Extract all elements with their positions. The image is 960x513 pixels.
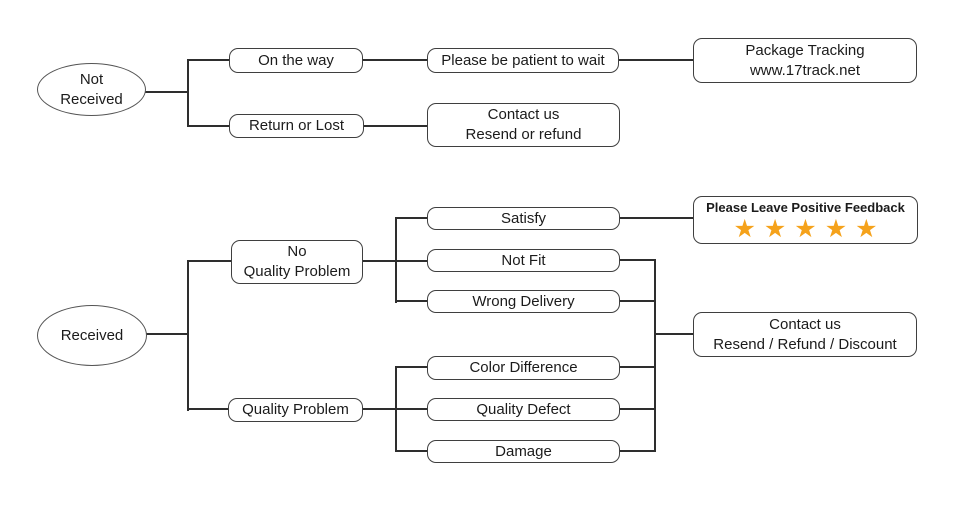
- node-label: Satisfy: [500, 209, 546, 227]
- node-wrong-delivery: Wrong Delivery: [427, 290, 620, 313]
- node-quality-problem: Quality Problem: [228, 398, 363, 422]
- node-label: Package Tracking: [745, 41, 865, 59]
- node-label: Wrong Delivery: [472, 292, 575, 310]
- node-on-the-way: On the way: [229, 48, 363, 73]
- connector-line: [619, 408, 655, 410]
- node-no-quality-problem: No Quality Problem: [231, 240, 363, 284]
- node-label: Resend / Refund / Discount: [713, 335, 897, 353]
- connector-line: [145, 91, 188, 93]
- node-positive-feedback: Please Leave Positive Feedback ★★★★★: [693, 196, 918, 244]
- node-quality-defect: Quality Defect: [427, 398, 620, 421]
- node-label: No: [287, 243, 307, 260]
- connector-line: [187, 260, 231, 262]
- tracking-url: www.17track.net: [749, 61, 861, 79]
- connector-line: [654, 333, 693, 335]
- node-not-fit: Not Fit: [427, 249, 620, 272]
- node-label: Quality Problem: [242, 401, 349, 418]
- connector-line: [187, 408, 228, 410]
- connector-line: [363, 59, 427, 61]
- connector-line: [187, 125, 229, 127]
- node-contact-resend-refund: Contact us Resend or refund: [427, 103, 620, 147]
- connector-line: [395, 366, 397, 452]
- node-return-or-lost: Return or Lost: [229, 114, 364, 138]
- node-label: Resend or refund: [465, 126, 582, 143]
- connector-line: [395, 217, 427, 219]
- star-icon: ★: [763, 214, 787, 243]
- node-label: Received: [60, 90, 123, 108]
- node-label: Contact us: [769, 315, 841, 333]
- connector-line: [619, 300, 655, 302]
- node-label: On the way: [258, 51, 334, 69]
- star-icon: ★: [855, 214, 878, 243]
- node-package-tracking: Package Tracking www.17track.net: [693, 38, 917, 83]
- star-icon: ★: [824, 214, 848, 243]
- connector-line: [187, 260, 189, 411]
- node-label: Damage: [495, 442, 552, 460]
- connector-line: [395, 300, 427, 302]
- node-label: Received: [60, 326, 124, 344]
- node-be-patient: Please be patient to wait: [427, 48, 619, 73]
- node-color-difference: Color Difference: [427, 356, 620, 380]
- node-not-received: Not Received: [37, 63, 146, 116]
- node-satisfy: Satisfy: [427, 207, 620, 230]
- connector-line: [619, 366, 655, 368]
- connector-line: [363, 125, 427, 127]
- connector-line: [187, 59, 229, 61]
- connector-line: [146, 333, 188, 335]
- node-contact-resend-refund-discount: Contact us Resend / Refund / Discount: [693, 312, 917, 357]
- node-label: Quality Problem: [243, 263, 351, 280]
- node-label: Quality Defect: [476, 400, 571, 418]
- node-label: Return or Lost: [248, 117, 345, 134]
- connector-line: [619, 450, 655, 452]
- connector-line: [187, 59, 189, 127]
- connector-line: [619, 259, 655, 261]
- connector-line: [654, 259, 656, 452]
- five-star-rating: ★★★★★: [729, 216, 881, 243]
- node-label: Please be patient to wait: [441, 51, 605, 69]
- node-label: Contact us: [487, 106, 560, 123]
- node-label: Color Difference: [469, 359, 578, 376]
- star-icon: ★: [794, 214, 817, 243]
- connector-line: [395, 217, 397, 303]
- star-icon: ★: [733, 214, 756, 243]
- feedback-title: Please Leave Positive Feedback: [706, 199, 905, 215]
- node-damage: Damage: [427, 440, 620, 463]
- connector-line: [619, 59, 693, 61]
- node-label: Not: [79, 70, 104, 88]
- node-label: Not Fit: [501, 251, 546, 269]
- connector-line: [395, 450, 427, 452]
- node-received: Received: [37, 305, 147, 366]
- connector-line: [619, 217, 693, 219]
- connector-line: [395, 366, 427, 368]
